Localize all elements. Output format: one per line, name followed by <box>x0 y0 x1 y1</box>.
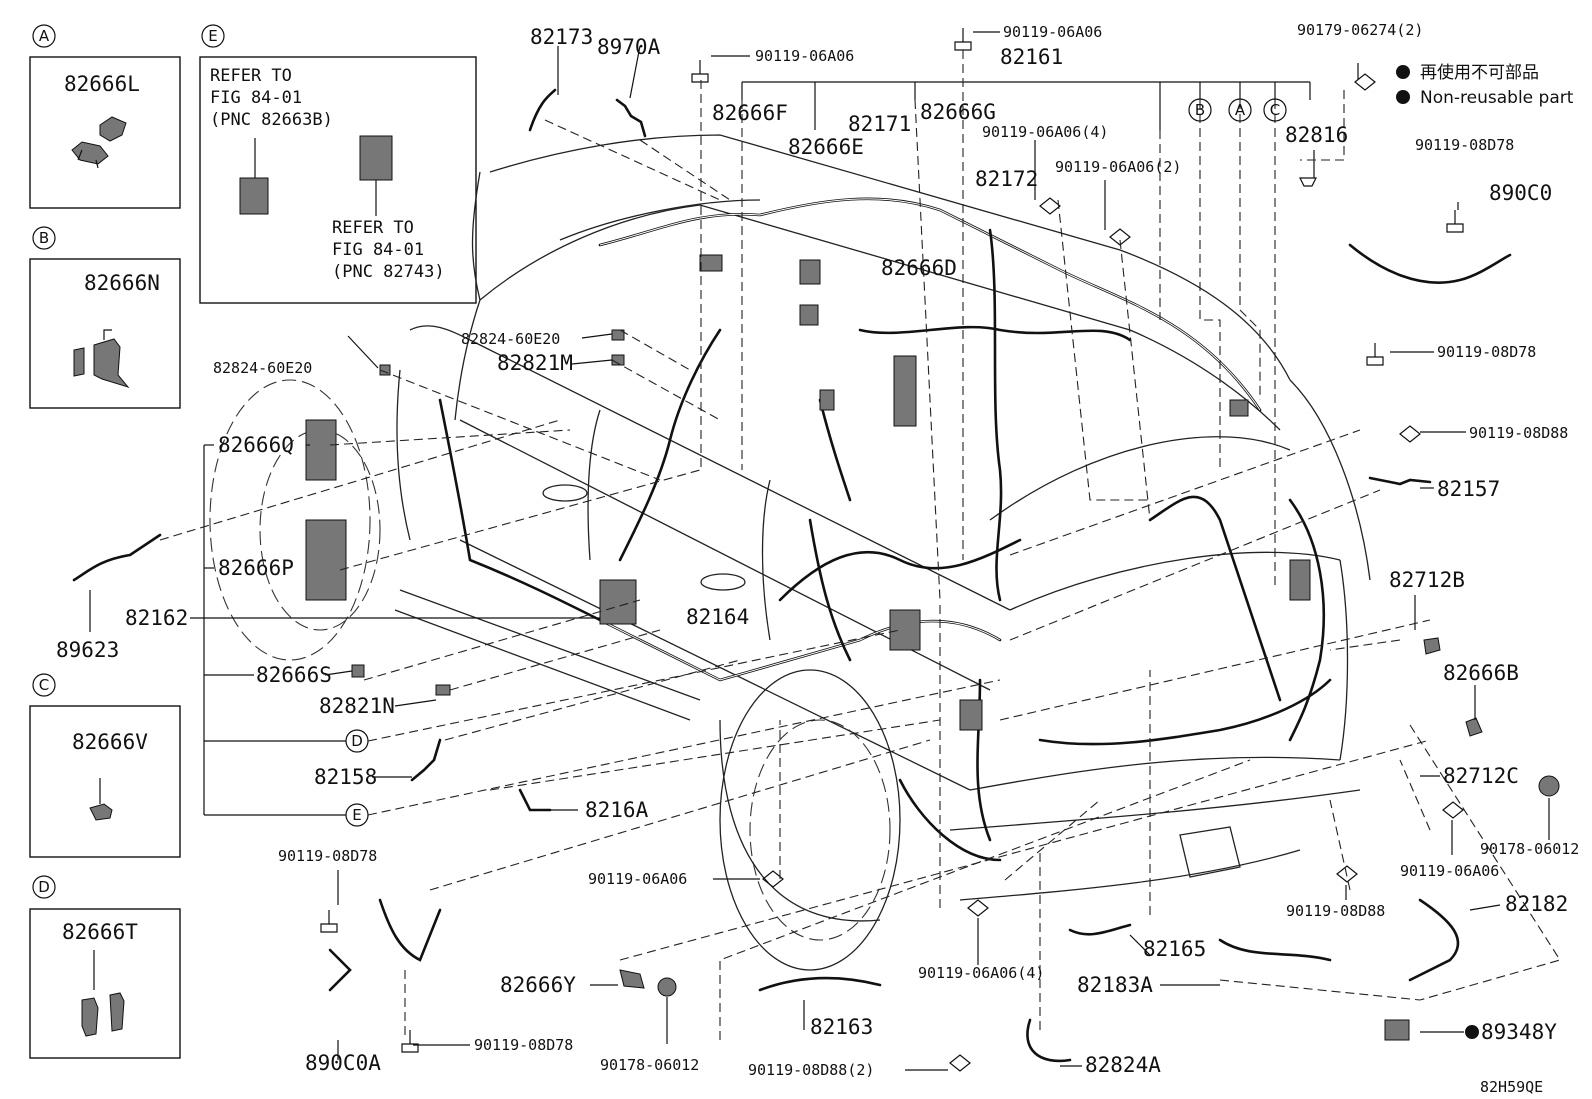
label-90178-bot[interactable]: 90178-06012 <box>600 1056 699 1074</box>
inset-d-part[interactable]: 82666T <box>62 920 138 944</box>
callout-d: D <box>351 732 363 750</box>
clip-82666v-icon <box>89 778 113 821</box>
legend-en: Non-reusable part <box>1420 88 1574 108</box>
inset-c: C 82666V <box>29 673 181 858</box>
callout-e: E <box>352 806 361 824</box>
label-82183a[interactable]: 82183A <box>1077 973 1153 997</box>
inset-c-letter: C <box>39 676 49 694</box>
inset-e-letter: E <box>208 27 217 45</box>
inset-e: E REFER TO FIG 84-01 (PNC 82663B) REFER … <box>199 24 477 304</box>
callout-b: B <box>1195 101 1205 119</box>
callout-c: C <box>1270 101 1280 119</box>
label-890c0a[interactable]: 890C0A <box>305 1051 381 1075</box>
legend-jp: 再使用不可部品 <box>1420 62 1539 83</box>
label-bolt-top1[interactable]: 90119-06A06 <box>755 47 854 65</box>
inset-b-part[interactable]: 82666N <box>84 271 160 295</box>
callout-a: A <box>1235 101 1246 119</box>
inset-e-ref2-line2: FIG 84-01 <box>332 240 424 260</box>
label-82666y[interactable]: 82666Y <box>500 973 576 997</box>
label-82161[interactable]: 82161 <box>1000 45 1063 69</box>
label-bolt-890c0-top[interactable]: 90119-08D78 <box>1415 136 1514 154</box>
ecu-82743-icon <box>359 135 393 216</box>
label-82164[interactable]: 82164 <box>686 605 749 629</box>
inset-d-letter: D <box>38 878 50 896</box>
leader-lines <box>89 31 1550 1071</box>
label-82173[interactable]: 82173 <box>530 25 593 49</box>
label-82824-60e20-a[interactable]: 82824-60E20 <box>461 330 560 348</box>
label-8216a[interactable]: 8216A <box>585 798 649 822</box>
bracket-82666n-icon <box>73 329 130 388</box>
inset-a: A 82666L <box>29 24 181 209</box>
label-82666b[interactable]: 82666B <box>1443 661 1519 685</box>
loose-parts <box>72 28 1560 1072</box>
label-82666f[interactable]: 82666F <box>712 101 788 125</box>
inset-c-part[interactable]: 82666V <box>72 730 148 754</box>
label-bolt-890c0-bot[interactable]: 90119-08D78 <box>1437 343 1536 361</box>
label-82666e[interactable]: 82666E <box>788 135 864 159</box>
inset-d: D 82666T <box>29 875 181 1059</box>
label-bolt-06a06-left[interactable]: 90119-06A06 <box>588 870 687 888</box>
label-82821m[interactable]: 82821M <box>497 351 573 375</box>
inset-a-part[interactable]: 82666L <box>64 72 140 96</box>
diagram-code: 82H59QE <box>1480 1078 1543 1096</box>
label-bolt-08d88-bot[interactable]: 90119-08D88(2) <box>748 1061 874 1079</box>
inset-e-ref2-line1: REFER TO <box>332 218 414 238</box>
inset-b-letter: B <box>39 229 49 247</box>
label-82158[interactable]: 82158 <box>314 765 377 789</box>
dashed-reference-lines <box>159 50 1561 1040</box>
body-callouts: B A C D E <box>345 98 1287 827</box>
label-82666s[interactable]: 82666S <box>256 663 332 687</box>
label-890c0[interactable]: 890C0 <box>1489 181 1552 205</box>
label-82172[interactable]: 82172 <box>975 167 1038 191</box>
bolt-icon <box>691 60 709 83</box>
label-82666d[interactable]: 82666D <box>881 256 957 280</box>
label-82165[interactable]: 82165 <box>1143 937 1206 961</box>
label-bolt-08d78-bot[interactable]: 90119-08D78 <box>474 1036 573 1054</box>
part-labels: 82173 8970A 90119-06A06 90119-06A06 9017… <box>56 21 1579 1096</box>
inset-e-ref1-line3: (PNC 82663B) <box>210 110 333 130</box>
label-82821n[interactable]: 82821N <box>319 694 395 718</box>
non-reusable-marker <box>1465 1025 1479 1039</box>
label-bolt-08d88-right[interactable]: 90119-08D88 <box>1469 424 1568 442</box>
bracket-82666t-icon <box>81 950 125 1037</box>
label-82666p[interactable]: 82666P <box>218 556 294 580</box>
label-89623[interactable]: 89623 <box>56 638 119 662</box>
label-82824-60e20-b[interactable]: 82824-60E20 <box>213 359 312 377</box>
inset-e-ref2-line3: (PNC 82743) <box>332 262 445 282</box>
label-bolt-06a06-4bot[interactable]: 90119-06A06(4) <box>918 964 1044 982</box>
label-bolt-08d88-mid[interactable]: 90119-08D88 <box>1286 902 1385 920</box>
label-bolt-08d78-left[interactable]: 90119-08D78 <box>278 847 377 865</box>
inset-e-ref1-line1: REFER TO <box>210 66 292 86</box>
label-bolt-mid4[interactable]: 90119-06A06(4) <box>982 123 1108 141</box>
clamp-82666l-icon <box>71 116 127 169</box>
label-bolt-top3[interactable]: 90179-06274(2) <box>1297 21 1423 39</box>
label-82666g[interactable]: 82666G <box>920 100 996 124</box>
label-82712b[interactable]: 82712B <box>1389 568 1465 592</box>
wire-harnesses <box>438 197 1332 862</box>
inset-a-letter: A <box>39 27 50 45</box>
label-bolt-top2[interactable]: 90119-06A06 <box>1003 23 1102 41</box>
label-82163[interactable]: 82163 <box>810 1015 873 1039</box>
label-82816[interactable]: 82816 <box>1285 123 1348 147</box>
inset-b: B 82666N <box>29 226 181 409</box>
legend: 再使用不可部品 Non-reusable part <box>1396 62 1574 108</box>
label-8970a[interactable]: 8970A <box>597 35 661 59</box>
label-bolt-06a06-right[interactable]: 90119-06A06 <box>1400 862 1499 880</box>
label-82712c[interactable]: 82712C <box>1443 764 1519 788</box>
inset-e-ref1-line2: FIG 84-01 <box>210 88 302 108</box>
vehicle-body <box>209 134 1371 971</box>
label-82162[interactable]: 82162 <box>125 606 188 630</box>
label-82182[interactable]: 82182 <box>1505 892 1568 916</box>
label-82824a[interactable]: 82824A <box>1085 1053 1161 1077</box>
label-82171[interactable]: 82171 <box>848 112 911 136</box>
label-89348y[interactable]: 89348Y <box>1481 1020 1557 1044</box>
label-bolt-mid2[interactable]: 90119-06A06(2) <box>1055 158 1181 176</box>
label-90178-right[interactable]: 90178-06012 <box>1480 840 1579 858</box>
label-82666q[interactable]: 82666Q <box>218 433 294 457</box>
ecu-82663b-icon <box>239 138 269 215</box>
label-82157[interactable]: 82157 <box>1437 477 1500 501</box>
